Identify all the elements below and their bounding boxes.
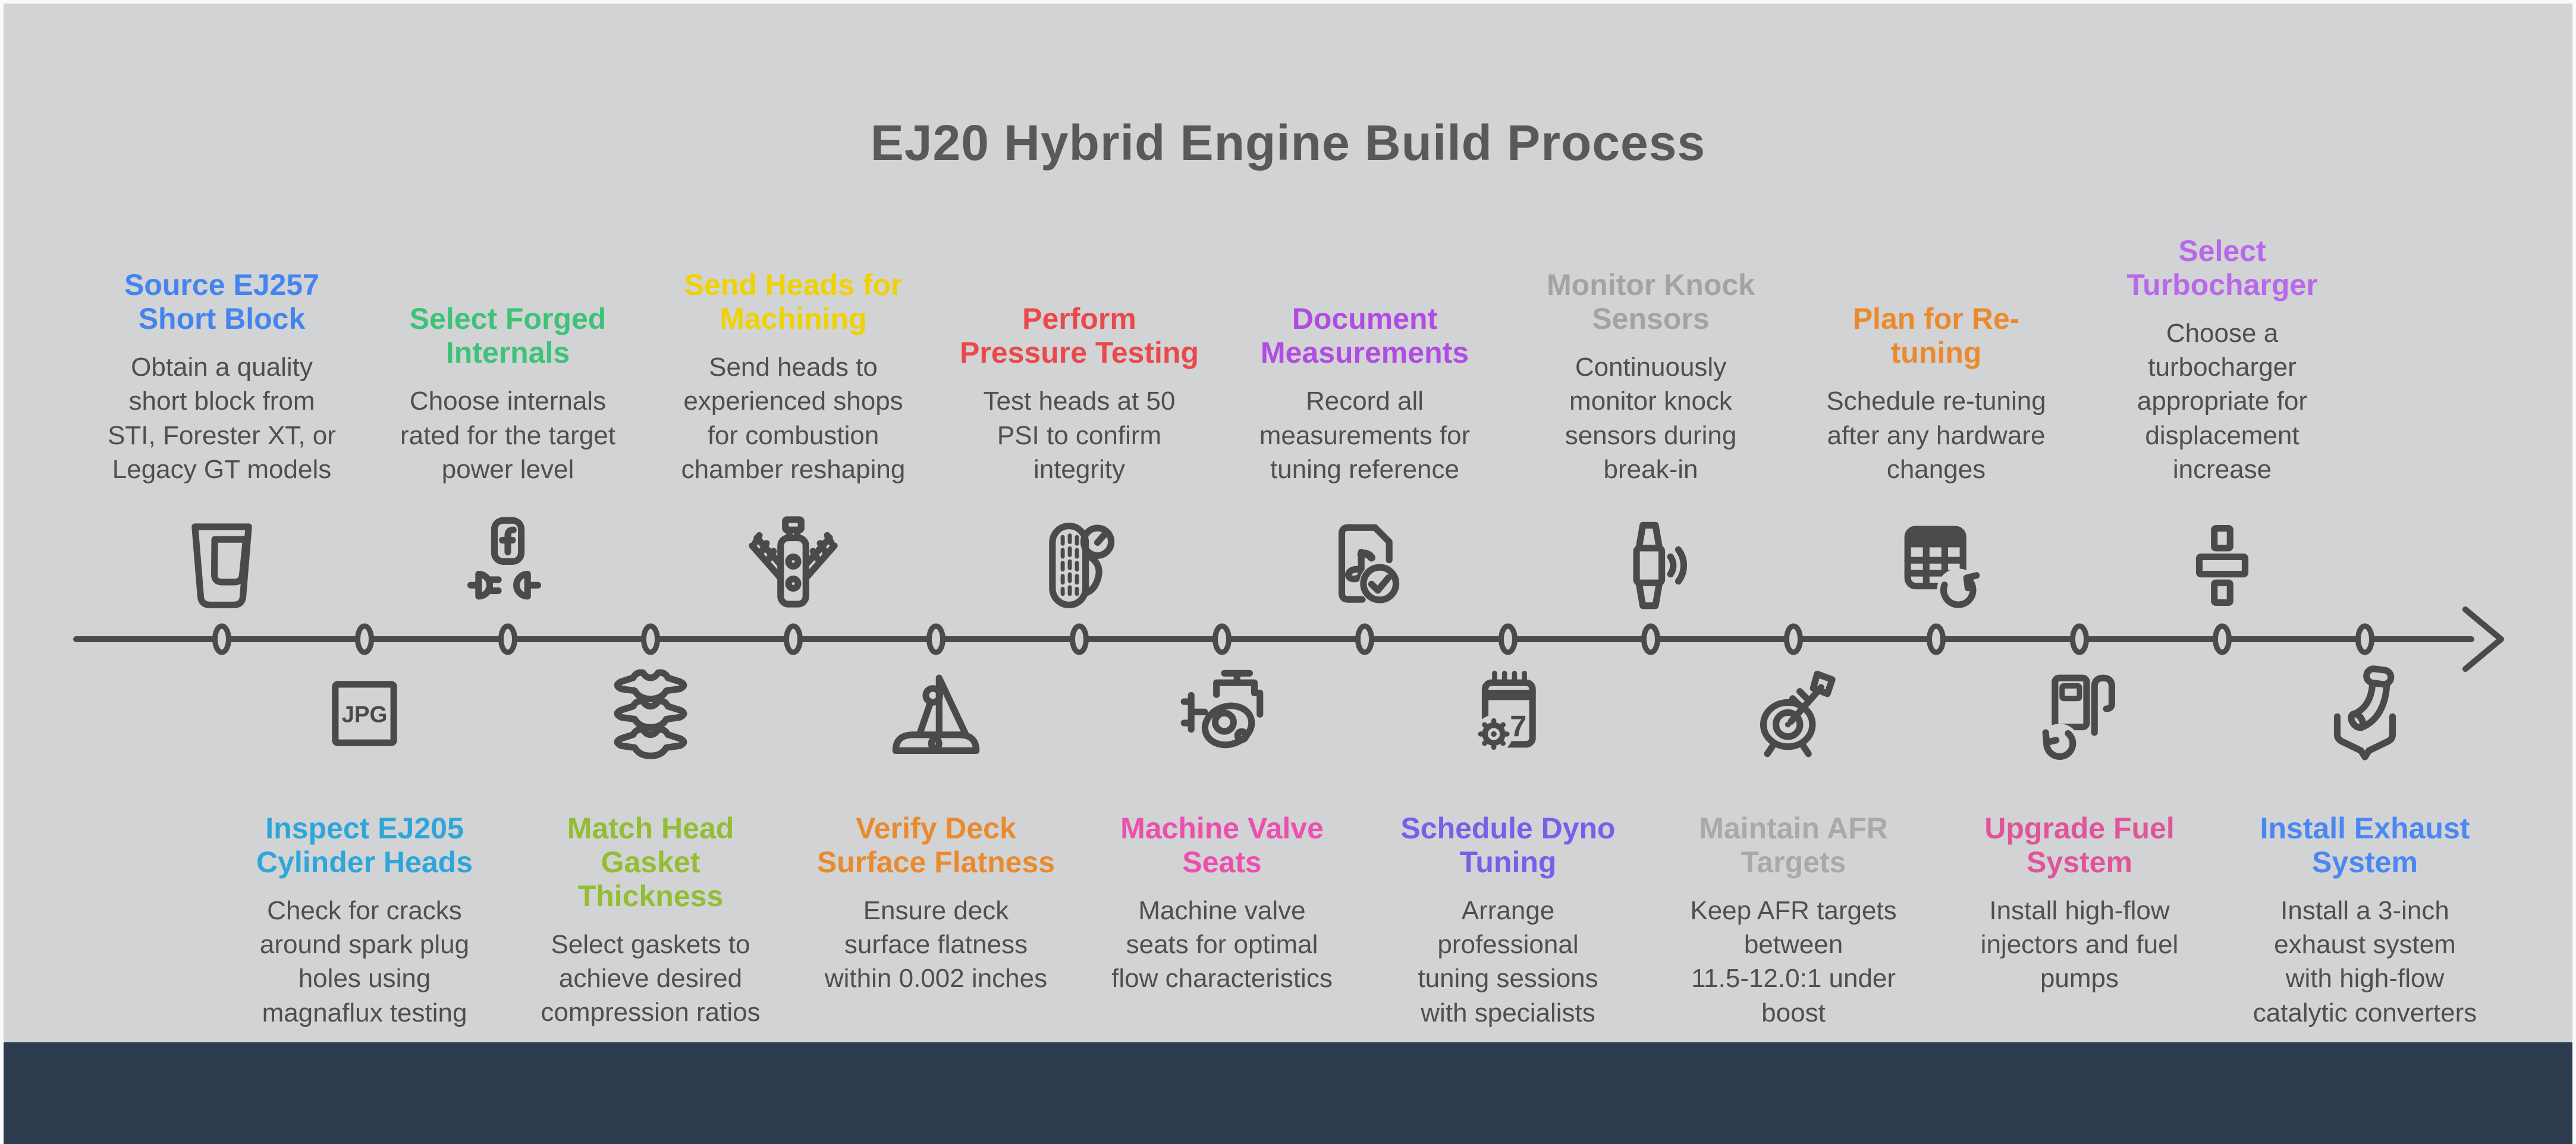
milestone-title: Monitor Knock Sensors bbox=[1547, 268, 1755, 336]
divide-icon bbox=[2172, 515, 2273, 616]
milestone-description: Continuously monitor knock sensors durin… bbox=[1565, 353, 1737, 484]
milestone-text: Schedule Dyno Tuning Arrange professiona… bbox=[1359, 812, 1657, 1030]
fuel-pump-refresh-icon bbox=[2029, 663, 2130, 764]
milestone-title: Schedule Dyno Tuning bbox=[1400, 812, 1616, 879]
timeline-node bbox=[1641, 623, 1660, 655]
timeline-node bbox=[1927, 623, 1946, 655]
milestone-text: Upgrade Fuel System Install high-flow in… bbox=[1931, 812, 2228, 996]
milestone-title: Match Head Gasket Thickness bbox=[567, 812, 734, 913]
timeline-node bbox=[1499, 623, 1518, 655]
timeline-node bbox=[1212, 623, 1232, 655]
smartwatch-signal-icon bbox=[1600, 515, 1701, 616]
milestone-text: Maintain AFR Targets Keep AFR targets be… bbox=[1645, 812, 1942, 1030]
plug-connector-icon bbox=[457, 515, 558, 616]
milestone-description: Choose a turbocharger appropriate for di… bbox=[2137, 319, 2308, 484]
milestone-description: Obtain a quality short block from STI, F… bbox=[108, 353, 336, 484]
milestone-title: Send Heads for Machining bbox=[684, 268, 903, 336]
timeline bbox=[73, 606, 2504, 672]
timeline-node bbox=[926, 623, 945, 655]
timeline-node bbox=[2070, 623, 2089, 655]
milestone-title: Document Measurements bbox=[1260, 302, 1469, 370]
timeline-node bbox=[1070, 623, 1089, 655]
timeline-node bbox=[784, 623, 803, 655]
milestone-description: Machine valve seats for optimal flow cha… bbox=[1111, 896, 1333, 994]
milestone-description: Select gaskets to achieve desired compre… bbox=[541, 930, 761, 1027]
milestone-description: Arrange professional tuning sessions wit… bbox=[1418, 896, 1598, 1027]
milestone-text: Perform Pressure Testing Test heads at 5… bbox=[931, 302, 1228, 486]
timeline-node bbox=[355, 623, 374, 655]
milestone-title: Select Turbocharger bbox=[2126, 234, 2318, 302]
milestone-title: Install Exhaust System bbox=[2260, 812, 2470, 879]
milestone-text: Send Heads for Machining Send heads to e… bbox=[645, 268, 942, 486]
timeline-node bbox=[498, 623, 517, 655]
timeline-node bbox=[2213, 623, 2232, 655]
milestone-title: Verify Deck Surface Flatness bbox=[816, 812, 1055, 879]
milestone-text: Select Forged Internals Choose internals… bbox=[359, 302, 656, 486]
svg-text:7: 7 bbox=[1510, 709, 1526, 743]
milestone-description: Record all measurements for tuning refer… bbox=[1259, 386, 1471, 484]
timeline-arrow-icon bbox=[2462, 606, 2504, 672]
tire-pressure-gauge-icon bbox=[1029, 515, 1130, 616]
milestone-description: Send heads to experienced shops for comb… bbox=[681, 353, 906, 484]
milestone-description: Test heads at 50 PSI to confirm integrit… bbox=[983, 386, 1176, 484]
engine-valve-icon bbox=[1171, 663, 1273, 764]
milestone-title: Machine Valve Seats bbox=[1120, 812, 1324, 879]
milestone-text: Plan for Re- tuning Schedule re-tuning a… bbox=[1788, 302, 2085, 486]
glass-icon bbox=[171, 515, 272, 616]
milestone-title: Source EJ257 Short Block bbox=[124, 268, 319, 336]
table-refresh-icon bbox=[1886, 515, 1987, 616]
milestone-text: Select Turbocharger Choose a turbocharge… bbox=[2074, 234, 2371, 486]
milestone-text: Document Measurements Record all measure… bbox=[1216, 302, 1513, 486]
footer-bar bbox=[4, 1042, 2572, 1144]
milestone-title: Upgrade Fuel System bbox=[1984, 812, 2175, 879]
milestone-description: Install high-flow injectors and fuel pum… bbox=[1980, 896, 2179, 994]
target-dart-icon bbox=[1743, 663, 1844, 764]
milestone-title: Select Forged Internals bbox=[409, 302, 607, 370]
svg-text:JPG: JPG bbox=[341, 702, 387, 728]
head-gaskets-icon bbox=[600, 663, 701, 764]
milestone-title: Inspect EJ205 Cylinder Heads bbox=[256, 812, 473, 879]
calendar-gear-icon: 7 bbox=[1457, 663, 1559, 764]
timeline-node bbox=[2355, 623, 2374, 655]
exhaust-pipe-icon bbox=[2314, 663, 2415, 764]
milestone-description: Check for cracks around spark plug holes… bbox=[259, 896, 470, 1027]
stage: EJ20 Hybrid Engine Build Process Sour bbox=[4, 4, 2572, 1144]
milestone-title: Plan for Re- tuning bbox=[1852, 302, 2020, 370]
milestone-text: Machine Valve Seats Machine valve seats … bbox=[1073, 812, 1371, 996]
milestone-description: Schedule re-tuning after any hardware ch… bbox=[1826, 386, 2046, 484]
engine-spark-plugs-icon bbox=[743, 515, 844, 616]
timeline-node bbox=[212, 623, 231, 655]
timeline-node bbox=[1355, 623, 1374, 655]
milestone-description: Keep AFR targets between 11.5-12.0:1 und… bbox=[1690, 896, 1897, 1027]
timeline-node bbox=[641, 623, 660, 655]
milestone-text: Match Head Gasket Thickness Select gaske… bbox=[502, 812, 799, 1030]
milestone-title: Maintain AFR Targets bbox=[1699, 812, 1888, 879]
milestone-text: Inspect EJ205 Cylinder Heads Check for c… bbox=[216, 812, 513, 1030]
milestone-text: Monitor Knock Sensors Continuously monit… bbox=[1502, 268, 1799, 486]
document-check-icon bbox=[1314, 515, 1415, 616]
jpg-file-icon: JPG bbox=[314, 663, 415, 764]
milestone-description: Choose internals rated for the target po… bbox=[400, 386, 615, 484]
milestone-text: Install Exhaust System Install a 3-inch … bbox=[2216, 812, 2514, 1030]
milestone-title: Perform Pressure Testing bbox=[959, 302, 1199, 370]
milestone-description: Install a 3-inch exhaust system with hig… bbox=[2253, 896, 2477, 1027]
hand-plane-icon bbox=[885, 663, 987, 764]
milestone-text: Source EJ257 Short Block Obtain a qualit… bbox=[73, 268, 370, 486]
page-title: EJ20 Hybrid Engine Build Process bbox=[870, 115, 1706, 171]
timeline-node bbox=[1784, 623, 1803, 655]
milestone-text: Verify Deck Surface Flatness Ensure deck… bbox=[787, 812, 1085, 996]
milestone-description: Ensure deck surface flatness within 0.00… bbox=[824, 896, 1048, 994]
